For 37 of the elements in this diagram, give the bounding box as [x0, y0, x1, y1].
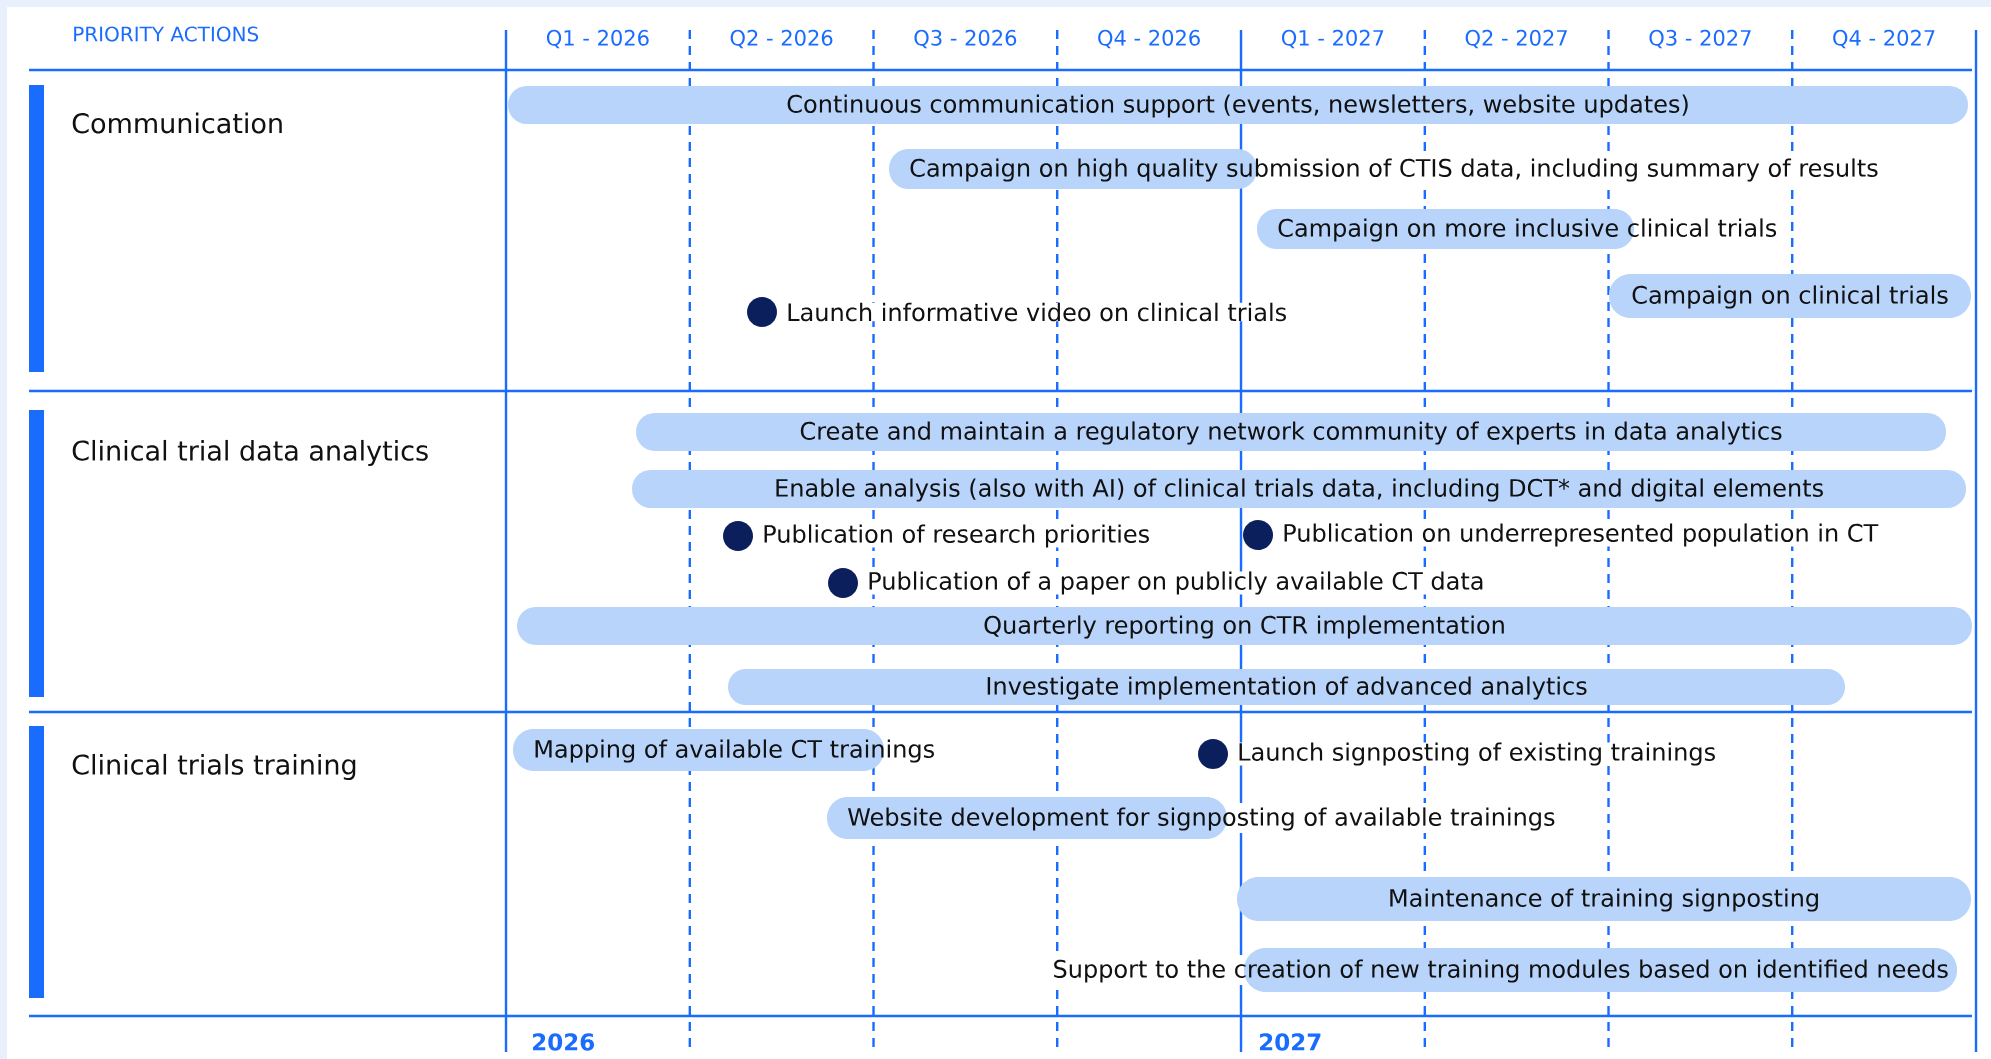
category-label: Clinical trial data analytics	[29, 410, 428, 697]
milestone-dot	[747, 297, 777, 327]
milestone-dot	[723, 521, 753, 551]
timeline-bar: Investigate implementation of advanced analytics	[728, 669, 1845, 705]
column-header: Q2 - 2026	[730, 29, 833, 49]
milestone-label: Publication of research priorities	[762, 524, 1151, 548]
milestone-label: Publication of a paper on publicly available CT data	[867, 571, 1485, 595]
column-header: Q3 - 2026	[914, 29, 1017, 49]
timeline-bar: Campaign on more inclusive clinical trials	[1257, 209, 1780, 249]
milestone-dot	[828, 568, 858, 598]
column-header: PRIORITY ACTIONS	[74, 26, 259, 42]
timeline-bar: Campaign on clinical trials	[1609, 274, 1971, 318]
node-label: Website development for signposting of available trainings	[848, 807, 1555, 831]
category-label: Clinical trials training	[29, 726, 356, 998]
year-label: 2026	[533, 1033, 594, 1051]
timeline-bar: Maintenance of training signposting	[1237, 877, 1971, 921]
timeline-bar: Mapping of available CT trainings	[513, 729, 938, 771]
column-header: Q3 - 2027	[1649, 29, 1751, 49]
column-header: Q2 - 2027	[1465, 29, 1567, 49]
timeline-bar: Create and maintain a regulatory network community of experts in data analytics	[636, 413, 1946, 451]
category-label: Communication	[29, 85, 282, 372]
column-header: Q4 - 2026	[1098, 29, 1200, 49]
column-header: Q4 - 2027	[1833, 29, 1935, 49]
milestone-dot	[1198, 739, 1228, 769]
timeline-bar: Quarterly reporting on CTR implementation	[517, 607, 1972, 645]
milestone-label: Launch signposting of existing trainings	[1237, 742, 1717, 766]
timeline-bar: Enable analysis (also with AI) of clinical trials data, including DCT* and digital elements	[632, 470, 1966, 508]
year-label: 2027	[1260, 1033, 1321, 1051]
timeline-bar: Campaign on high quality submission of CTIS data, including summary of results	[889, 149, 1882, 189]
node-label: Campaign on high quality submission of CTIS data, including summary of results	[910, 158, 1878, 182]
timeline-bar: Support to the creation of new training modules based on identified needs	[1049, 948, 1957, 992]
milestone-label: Publication on underrepresented population in CT	[1282, 523, 1879, 547]
timeline-bar: Website development for signposting of available trainings	[827, 797, 1559, 839]
column-header: Q1 - 2026	[546, 29, 649, 49]
column-header: Q1 - 2027	[1281, 29, 1384, 49]
timeline-bar: Continuous communication support (events, newsletters, website updates)	[508, 86, 1968, 124]
milestone-dot	[1243, 520, 1273, 550]
